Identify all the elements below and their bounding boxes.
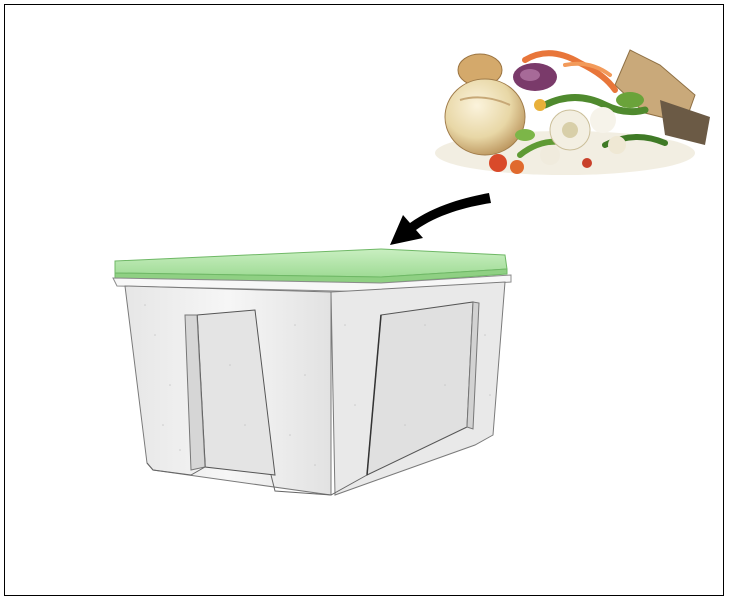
- compost-diagram: [5, 5, 724, 596]
- food-scraps-icon: [435, 50, 710, 175]
- diagram-frame: [4, 4, 724, 596]
- compost-bin-icon: [113, 249, 511, 495]
- curved-arrow-icon: [390, 193, 491, 245]
